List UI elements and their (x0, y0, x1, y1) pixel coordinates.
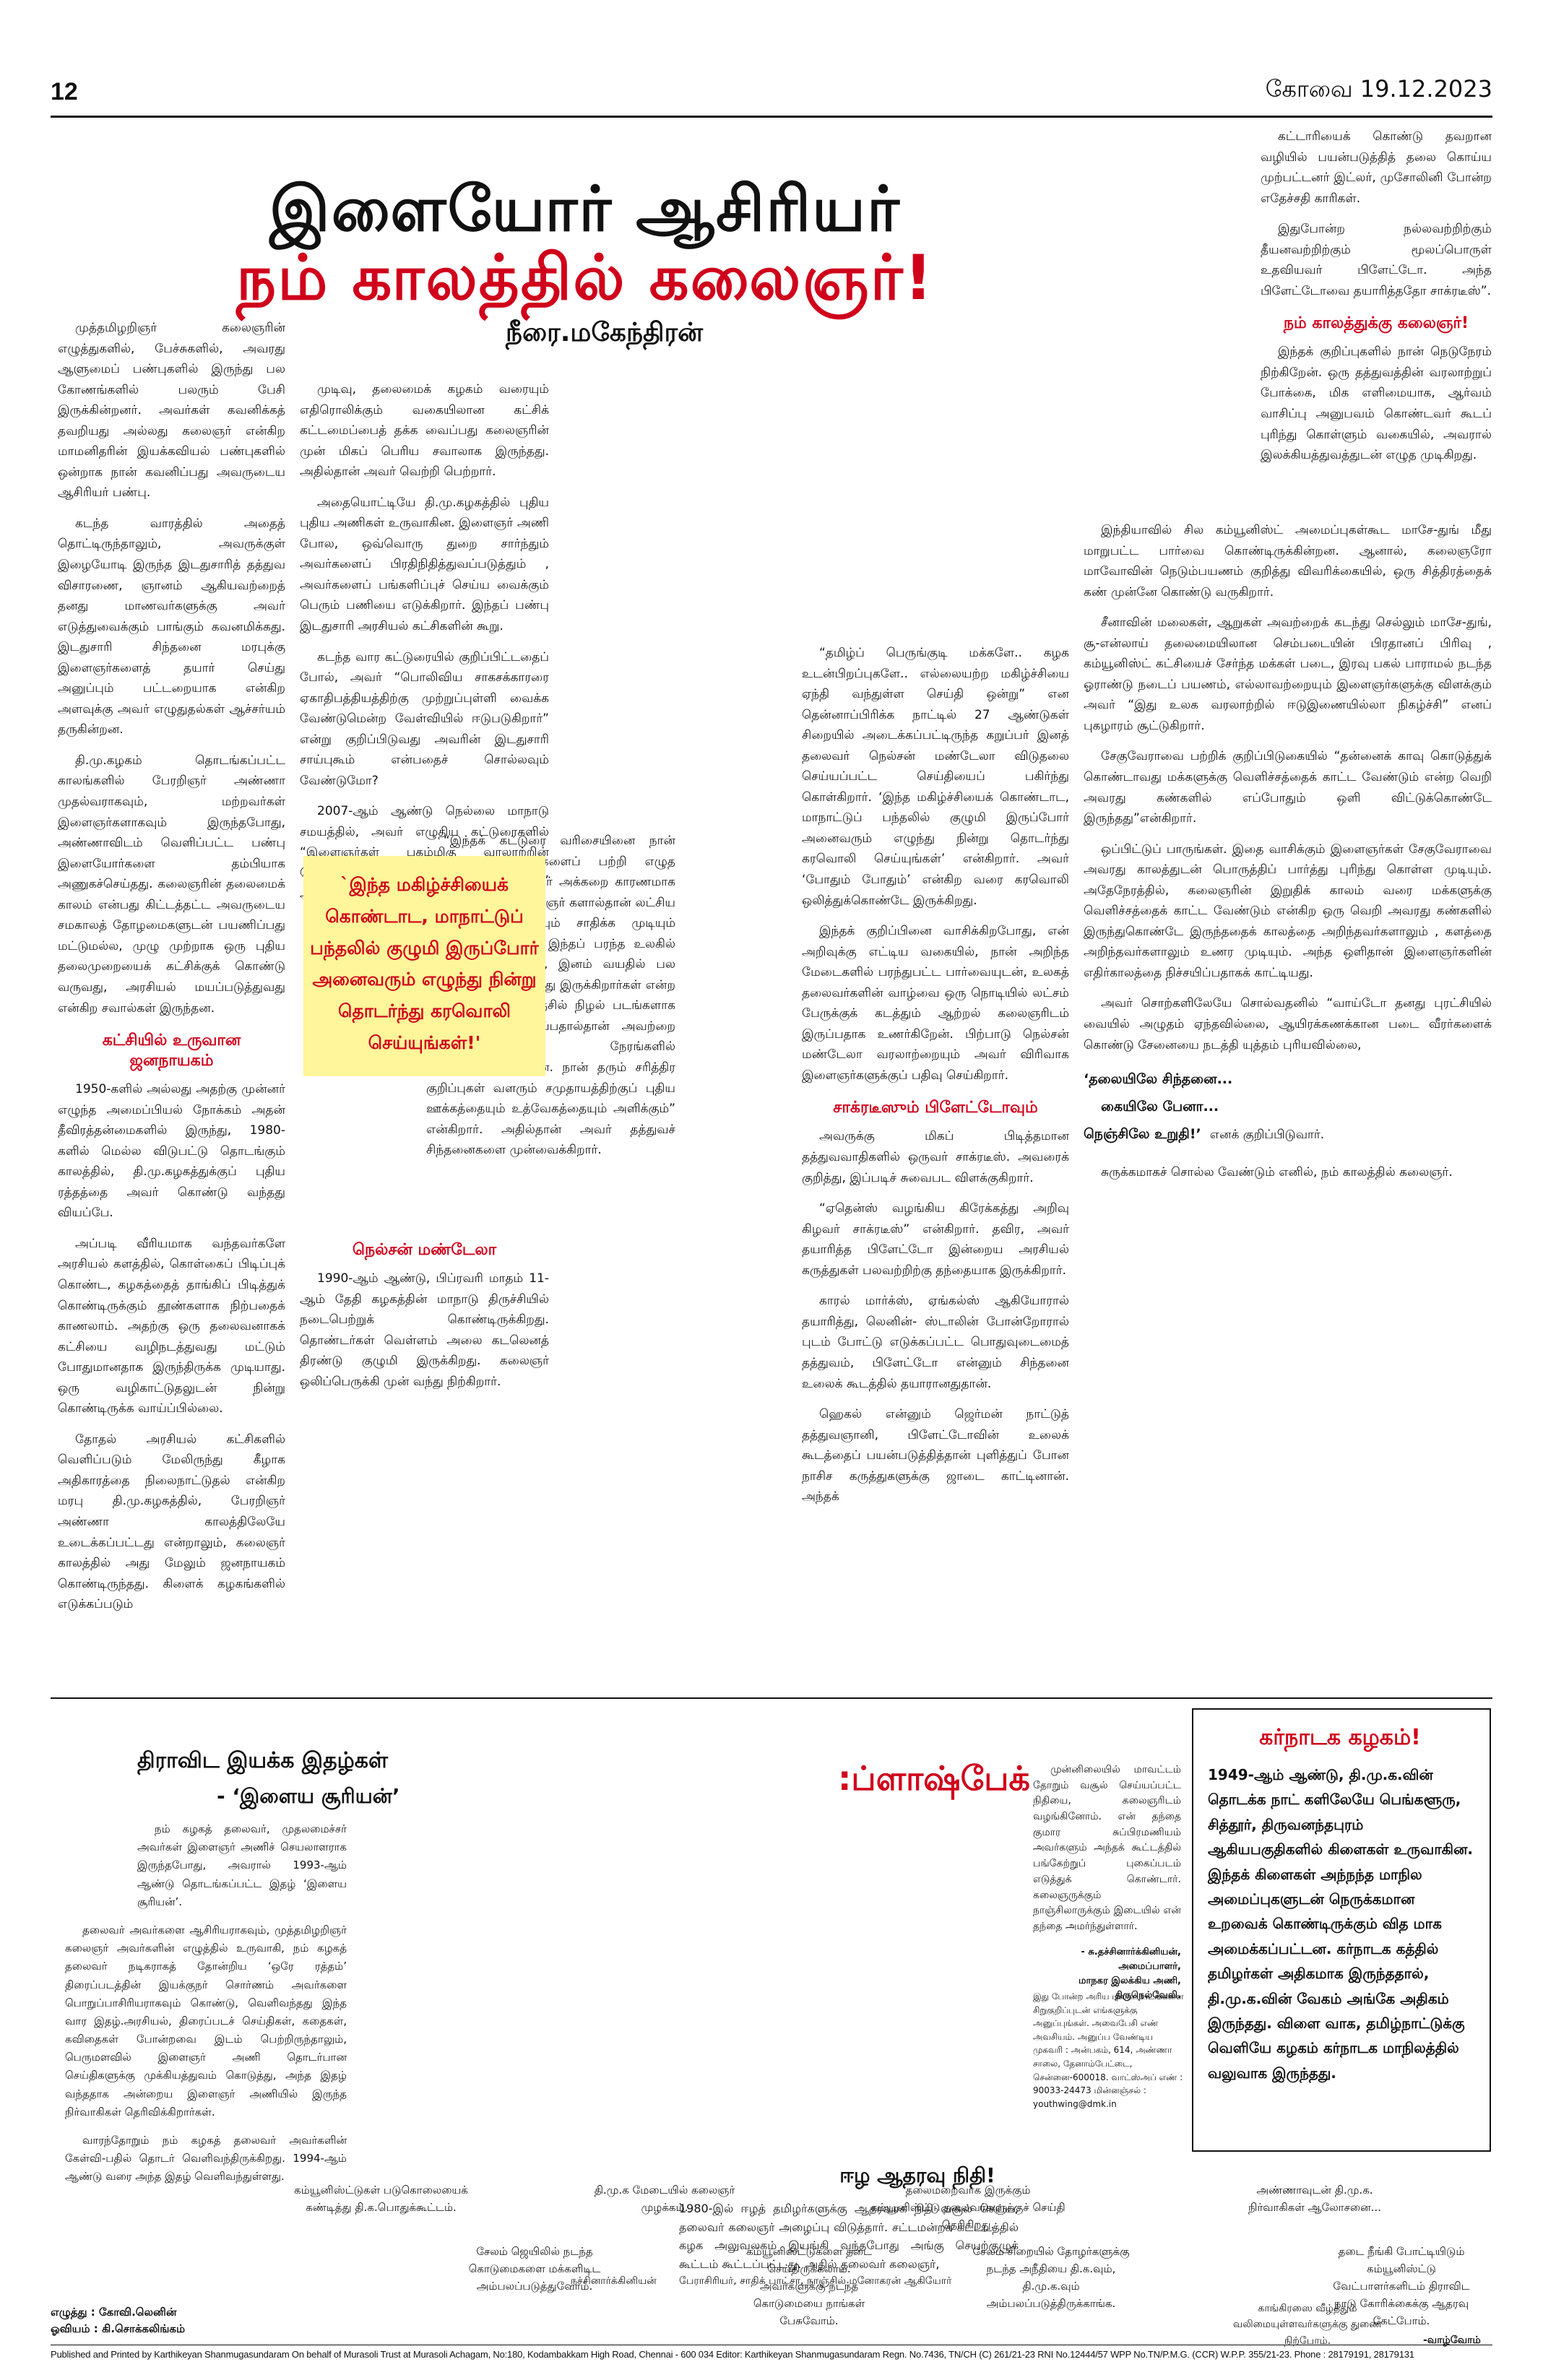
article-column-1: முத்தமிழறிஞர் கலைஞரின் எழுத்துகளில், பேச… (58, 318, 285, 1625)
karnataka-title: கர்நாடக கழகம்! (1259, 1725, 1421, 1750)
subheading-socrates: சாக்ரடீஸும் பிளேட்டோவும் (833, 1099, 1038, 1117)
paragraph: சீனாவின் மலைகள், ஆறுகள் அவற்றைக் கடந்து … (1084, 615, 1492, 733)
paragraph: 1990-ஆம் ஆண்டு, பிப்ரவரி மாதம் 11-ஆம் தே… (300, 1271, 549, 1389)
printer-imprint: Published and Printed by Karthikeyan Sha… (51, 2349, 1414, 2360)
quote-line: ‘தலையிலே சிந்தனை... (1084, 1071, 1233, 1088)
paragraph: அவருக்கு மிகப் பிடித்தமான தத்துவவாதிகளில… (802, 1129, 1069, 1185)
cartoon-signoff: -வாழ்வோம் (1423, 2334, 1481, 2346)
article-column-2: முடிவு, தலைமைக் கழகம் வரையும் எதிரொலிக்க… (300, 379, 549, 914)
quote-line: நெஞ்சிலே உறுதி!’ (1084, 1126, 1201, 1143)
cartoon-caption-8: தடை நீங்கி போட்டியிடும் கம்யூனிஸ்ட்டு வே… (1333, 2245, 1470, 2327)
dravida-title: திராவிட இயக்க இதழ்கள் (137, 1748, 389, 1773)
eelam-body: 1980-இல் ஈழத் தமிழர்களுக்கு ஆதரவாக நிதி … (679, 2202, 1019, 2271)
paragraph: நம் கழகத் தலைவர், முதலமைச்சர் அவர்கள் இள… (137, 1822, 347, 1908)
paragraph: முடிவு, தலைமைக் கழகம் வரையும் எதிரொலிக்க… (300, 382, 549, 480)
paragraph: அதையொட்டியே தி.மு.கழகத்தில் புதிய புதிய … (300, 495, 549, 634)
byline: நீரை.மகேந்திரன் (506, 318, 704, 347)
paragraph: இந்தியாவில் சில கம்யூனிஸ்ட் அமைப்புகள்கூ… (1084, 523, 1492, 600)
subheading-mandela: நெல்சன் மண்டேலா (352, 1241, 497, 1259)
paragraph: கடந்த வார கட்டுரையில் குறிப்பிட்டதைப் போ… (300, 649, 549, 788)
cartoon-caption-3: தலைமறைவாக இருக்கும் கம்யூனிஸ்ட்டு தலைவர்… (870, 2184, 1066, 2231)
paragraph: அப்படி வீரியமாக வந்தவர்களே அரசியல் களத்த… (58, 1236, 285, 1416)
paragraph: ஹெகல் என்னும் ஜெர்மன் நாட்டுத் தத்துவஞான… (802, 1407, 1069, 1505)
header-rule (51, 116, 1492, 118)
paragraph: வாரந்தோறும் நம் கழகத் தலைவர் அவர்களின் க… (65, 2134, 347, 2184)
page-number: 12 (51, 78, 78, 105)
paragraph: சேகுவேராவை பற்றிக் குறிப்பிடுகையில் “தன்… (1084, 749, 1492, 826)
quote-tail: எனக் குறிப்பிடுவார். (1209, 1128, 1325, 1143)
cartoon-caption-2: தி.மு.க மேடையில் கலைஞர் முழக்கம். (594, 2184, 735, 2214)
paragraph: ஒப்பிட்டுப் பாருங்கள். இதை வாசிக்கும் இள… (1084, 841, 1492, 980)
signature-line: அமைப்பாளர், (1118, 1960, 1181, 1972)
headline-line1: இளையோர் ஆசிரியர் (269, 173, 901, 246)
paragraph: சுருக்கமாகச் சொல்ல வேண்டும் எனில், நம் க… (1101, 1165, 1453, 1180)
subheading-democracy: கட்சியில் உருவான ஜனநாயகம் (102, 1031, 241, 1070)
eelam-names: பேராசிரியர், சாதிக் பாட்சா, நாஞ்சில் மனோ… (679, 2275, 952, 2287)
pull-quote: `இந்த மகிழ்ச்சியைக் கொண்டாட, மாநாட்டுப் … (303, 856, 545, 1076)
eelam-name-label: நச்சினார்க்கினியன் (571, 2275, 657, 2287)
cartoon-caption-4: அண்ணாவுடன் தி.மு.க. நிர்வாகிகள் ஆலோசனை..… (1248, 2184, 1381, 2214)
signature-line: - சு.தச்சினார்க்கினியன், (1081, 1946, 1181, 1957)
karnataka-body: 1949-ஆம் ஆண்டு, தி.மு.க.வின் தொடக்க நாட்… (1208, 1766, 1474, 2082)
article-column-4-lower: இந்தியாவில் சில கம்யூனிஸ்ட் அமைப்புகள்கூ… (1084, 520, 1492, 1193)
paragraph: தோதல் அரசியல் கட்சிகளில் வெளிப்படும் மேல… (58, 1432, 285, 1612)
credits: எழுத்து : கோவி.லெனின் ஓவியம் : கி.சொக்கல… (51, 2304, 185, 2338)
paragraph: காரல் மார்க்ஸ், ஏங்கல்ஸ் ஆகியோரால் தயாரி… (802, 1294, 1069, 1391)
article-column-3: “தமிழ்ப் பெருங்குடி மக்களே.. கழக உடன்பிற… (802, 643, 1069, 1518)
article-column-4: கட்டாரியைக் கொண்டு தவறான வழியில் பயன்படு… (1261, 126, 1492, 476)
eelam-title: ஈழ ஆதரவு நிதி! (839, 2163, 995, 2187)
flashback-title: :ப்ளாஷ்பேக் (838, 1759, 1030, 1798)
paragraph: தலைவர் அவர்களை ஆசிரியராகவும், முத்தமிழறி… (65, 1923, 347, 2119)
paragraph: 1950-களில் அல்லது அதற்கு முன்னர் எழுந்த … (58, 1082, 285, 1221)
cartoon-caption-1: கம்யூனிஸ்ட்டுகள் படுகொலையைக் கண்டித்து த… (294, 2184, 468, 2214)
cartoon-caption-7: சேலம் சிறையில் தோழர்களுக்கு நடந்த அநீதிய… (972, 2245, 1130, 2310)
signature-line: மாநகர இலக்கிய அணி, (1079, 1975, 1181, 1986)
section-rule (51, 1697, 1492, 1699)
edition-date: கோவை 19.12.2023 (1265, 75, 1492, 103)
paragraph: அவர் சொற்களிலேயே சொல்வதனில் “வாய்டோ தனது… (1084, 996, 1492, 1052)
paragraph: தி.மு.கழகம் தொடங்கப்பட்ட காலங்களில் பேரற… (58, 753, 285, 1016)
submission-notice: இது போன்ற அரிய புகைப் படங்களை சிறுகுறிப்… (1033, 1991, 1184, 2109)
paragraph: முத்தமிழறிஞர் கலைஞரின் எழுத்துகளில், பேச… (58, 321, 285, 501)
cartoon-caption-5: சேலம் ஜெயிலில் நடந்த கொடுமைகளை மக்களிடிட… (468, 2245, 601, 2293)
article-column-2-lower: நெல்சன் மண்டேலா 1990-ஆம் ஆண்டு, பிப்ரவரி… (300, 1228, 549, 1402)
cartoon-caption-9: காங்கிரஸை வீழ்த்தும் வலிமையுள்ளவர்களுக்க… (1232, 2303, 1383, 2347)
paragraph: இந்தக் குறிப்புகளில் நான் நெடுநேரம் நிற்… (1261, 345, 1492, 463)
writer-credit: எழுத்து : கோவி.லெனின் (51, 2306, 177, 2319)
paragraph: கடந்த வாரத்தில் அதைத் தொட்டிருந்தாலும், … (58, 516, 285, 737)
dravida-body: நம் கழகத் தலைவர், முதலமைச்சர் அவர்கள் இள… (65, 1820, 347, 2197)
paragraph: முன்னிலையில் மாவட்டம் தோறும் வசூல் செய்ய… (1033, 1764, 1181, 1932)
dravida-subtitle: - ‘இளைய சூரியன்’ (217, 1784, 400, 1808)
paragraph: “தமிழ்ப் பெருங்குடி மக்களே.. கழக உடன்பிற… (802, 646, 1069, 908)
signature-line: திருநெல்வேலி. (1115, 1989, 1181, 2001)
paragraph: இந்தக் குறிப்பினை வாசிக்கிறபோது, என் அறி… (802, 924, 1069, 1083)
paragraph: “ஏதென்ஸ் வழங்கிய கிரேக்கத்து அறிவு கிழவர… (802, 1201, 1069, 1278)
cartoon-caption-6: கம்யூனிஸ்ட்டுகளை தடை செய்திருக்கலாம். அவ… (746, 2245, 872, 2327)
subheading-our-time: நம் காலத்துக்கு கலைஞர்! (1283, 314, 1469, 333)
paragraph: இதுபோன்ற நல்லவற்றிற்கும் தீயனவற்றிற்கும்… (1261, 222, 1492, 298)
artist-credit: ஓவியம் : கி.சொக்கலிங்கம் (51, 2322, 186, 2336)
flashback-letter: முன்னிலையில் மாவட்டம் தோறும் வசூல் செய்ய… (1033, 1762, 1181, 2003)
quote-line: கையிலே பேனா... (1101, 1099, 1219, 1115)
paragraph: கட்டாரியைக் கொண்டு தவறான வழியில் பயன்படு… (1261, 129, 1492, 206)
headline-line2: நம் காலத்தில் கலைஞர்! (236, 242, 934, 314)
karnataka-box (1192, 1708, 1491, 2152)
